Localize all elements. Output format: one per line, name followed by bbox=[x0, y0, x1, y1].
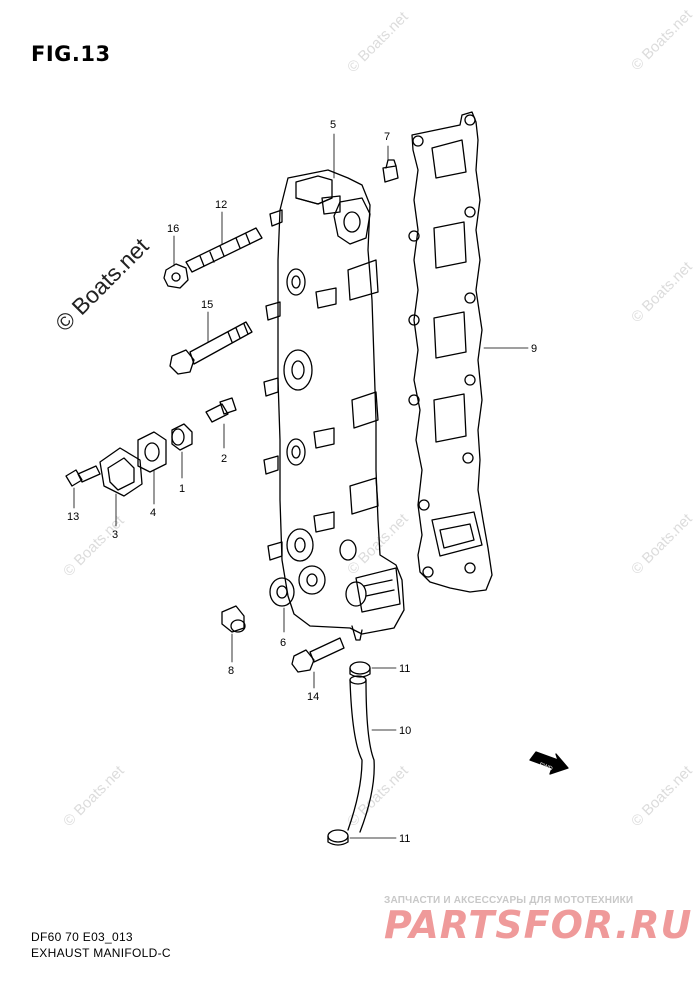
callout-3: 3 bbox=[112, 529, 118, 541]
callout-8: 8 bbox=[228, 665, 234, 677]
callout-6: 6 bbox=[280, 637, 286, 649]
callout-13: 13 bbox=[67, 511, 79, 523]
callout-12: 12 bbox=[215, 199, 227, 211]
callout-5: 5 bbox=[330, 119, 336, 131]
bolt-part-14 bbox=[291, 637, 345, 673]
bolt-part-2 bbox=[205, 397, 237, 423]
forward-label: FWD bbox=[538, 762, 554, 773]
callout-10: 10 bbox=[399, 725, 411, 737]
callout-16: 16 bbox=[167, 223, 179, 235]
callout-14: 14 bbox=[307, 691, 319, 703]
callout-11: 11 bbox=[399, 663, 410, 675]
forward-arrow-icon bbox=[529, 751, 569, 775]
bolt-part-15 bbox=[169, 321, 253, 375]
stud-part-12 bbox=[185, 227, 263, 273]
callout-7: 7 bbox=[384, 131, 390, 143]
figure-title: FIG.13 bbox=[31, 42, 111, 66]
gasket-part-9 bbox=[408, 111, 493, 593]
callout-15: 15 bbox=[201, 299, 213, 311]
callout-9: 9 bbox=[531, 343, 537, 355]
clamp-part-11 bbox=[349, 661, 371, 678]
plug-part-7 bbox=[382, 159, 399, 183]
callout-1: 1 bbox=[179, 483, 185, 495]
manifold-body-part-5 bbox=[263, 169, 405, 641]
callout-11: 11 bbox=[399, 833, 410, 845]
leader-lines bbox=[73, 133, 529, 839]
diagram-code: DF60 70 E03_013 bbox=[31, 930, 133, 944]
hose-part-10 bbox=[347, 675, 375, 833]
nut-part-16 bbox=[163, 263, 189, 289]
washer-part-6 bbox=[269, 577, 295, 607]
gasket-part-4 bbox=[137, 431, 167, 473]
bolt-part-13 bbox=[65, 465, 101, 487]
diagram-caption: EXHAUST MANIFOLD-C bbox=[31, 946, 171, 960]
shop-logo: PARTSFOR.RU bbox=[384, 903, 693, 947]
collar-part-1 bbox=[171, 423, 193, 451]
cover-part-3 bbox=[99, 447, 143, 497]
plug-part-8 bbox=[221, 605, 246, 633]
clamp-part-11 bbox=[327, 829, 349, 846]
callout-4: 4 bbox=[150, 507, 156, 519]
shop-tagline: ЗАПЧАСТИ И АКСЕССУАРЫ ДЛЯ МОТОТЕХНИКИ bbox=[384, 895, 634, 906]
callout-2: 2 bbox=[221, 453, 227, 465]
